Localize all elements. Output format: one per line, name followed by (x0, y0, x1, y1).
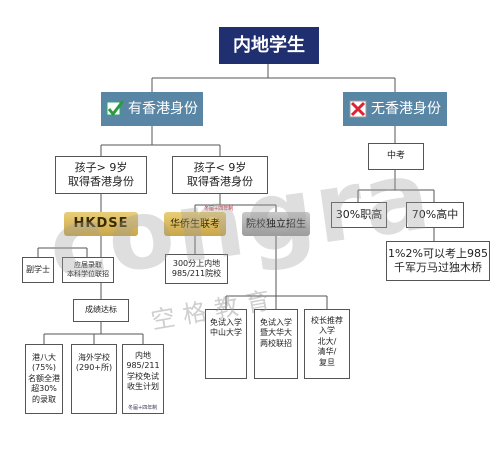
jupas-line2: 本科学位联招 (67, 270, 109, 278)
principal-recommend-node: 校长推荐 入学 北大/ 清华/ 复旦 (304, 309, 350, 379)
joint-exam-node: 华侨生联考 (164, 212, 226, 236)
mainland-line2: 985/211 (126, 361, 160, 371)
jinan-line3: 两校联招 (260, 338, 292, 348)
sysu-exemption-node: 免试入学 中山大学 (205, 309, 247, 379)
with-hk-id-label: 有香港身份 (128, 100, 198, 117)
associate-degree-node: 副学士 (22, 257, 54, 283)
jinan-line1: 免试入学 (260, 318, 292, 327)
joint-exam-badge: 冬届+四年制 (204, 206, 234, 212)
age-over-9-node: 孩子> 9岁 取得香港身份 (55, 156, 147, 194)
zhongkao-label: 中考 (386, 150, 405, 161)
plan-badge: 冬届+四年制 (128, 405, 158, 411)
principal-line1: 校长推荐 (311, 316, 343, 325)
without-hk-id-node: 无香港身份 (343, 92, 447, 126)
age-under-9-node: 孩子< 9岁 取得香港身份 (172, 156, 268, 194)
overseas-line2: (290+所) (75, 363, 113, 373)
associate-degree-label: 副学士 (26, 264, 50, 274)
hk8-line2: (75%) (31, 363, 57, 373)
joint-exam-result-node: 300分上内地 985/211院校 (165, 254, 228, 284)
highschool-label: 70%高中 (411, 207, 459, 221)
hkdse-node: HKDSE (64, 212, 138, 236)
gaokao-note-node: 1%2%可以考上985 千军万马过独木桥 (386, 241, 490, 281)
without-hk-id-label: 无香港身份 (371, 100, 441, 117)
overseas-line1: 海外学校 (78, 353, 110, 362)
joint-result-line2: 985/211院校 (171, 269, 222, 278)
hkdse-label: HKDSE (73, 215, 129, 231)
sysu-line2: 中山大学 (210, 328, 242, 338)
mainland-line1: 内地 (135, 351, 151, 360)
principal-line4: 清华/ (317, 347, 337, 357)
hk8-line5: 的录取 (32, 394, 56, 404)
mainland-line4: 收生计划 (127, 382, 159, 392)
sysu-line1: 免试入学 (210, 318, 242, 327)
age-over-9-line2: 取得香港身份 (68, 175, 134, 188)
check-icon (106, 100, 124, 118)
principal-line3: 北大/ (317, 336, 337, 346)
principal-line2: 入学 (319, 326, 335, 336)
joint-result-line1: 300分上内地 (172, 258, 221, 268)
jinan-huaqiao-joint-node: 免试入学 暨大华大 两校联招 (254, 309, 298, 379)
hk8-line3: 名额全港 (28, 373, 60, 383)
vocational-label: 30%职高 (335, 207, 383, 221)
age-under-9-line1: 孩子< 9岁 (193, 160, 247, 174)
gaokao-note-line2: 千军万马过独木桥 (394, 261, 482, 274)
jinan-line2: 暨大华大 (260, 328, 292, 338)
zhongkao-node: 中考 (368, 143, 424, 170)
cross-icon (349, 100, 367, 118)
overseas-schools-node: 海外学校 (290+所) (71, 344, 117, 414)
hk8-line4: 超30% (31, 384, 57, 394)
score-pass-node: 成绩达标 (73, 299, 129, 322)
age-over-9-line1: 孩子> 9岁 (74, 160, 128, 174)
hk8-line1: 港八大 (32, 353, 56, 363)
joint-exam-label: 华侨生联考 (170, 218, 220, 230)
hk-eight-universities-node: 港八大 (75%) 名额全港 超30% 的录取 (25, 344, 63, 414)
root-label: 内地学生 (233, 34, 305, 56)
jupas-node: 应届录取 本科学位联招 (62, 257, 114, 283)
gaokao-note-line1: 1%2%可以考上985 (388, 246, 488, 260)
score-pass-label: 成绩达标 (85, 305, 117, 315)
age-under-9-line2: 取得香港身份 (187, 175, 253, 188)
mainland-exemption-node: 内地 985/211 学校免试 收生计划 (122, 344, 164, 414)
jupas-line1: 应届录取 (74, 260, 102, 269)
highschool-node: 70%高中 (406, 202, 464, 228)
principal-line5: 复旦 (319, 357, 335, 367)
with-hk-id-node: 有香港身份 (101, 92, 203, 126)
vocational-node: 30%职高 (331, 202, 387, 228)
independent-admission-label: 院校独立招生 (246, 218, 306, 230)
root-node: 内地学生 (219, 27, 319, 64)
mainland-line3: 学校免试 (127, 371, 159, 381)
independent-admission-node: 院校独立招生 (242, 212, 310, 236)
